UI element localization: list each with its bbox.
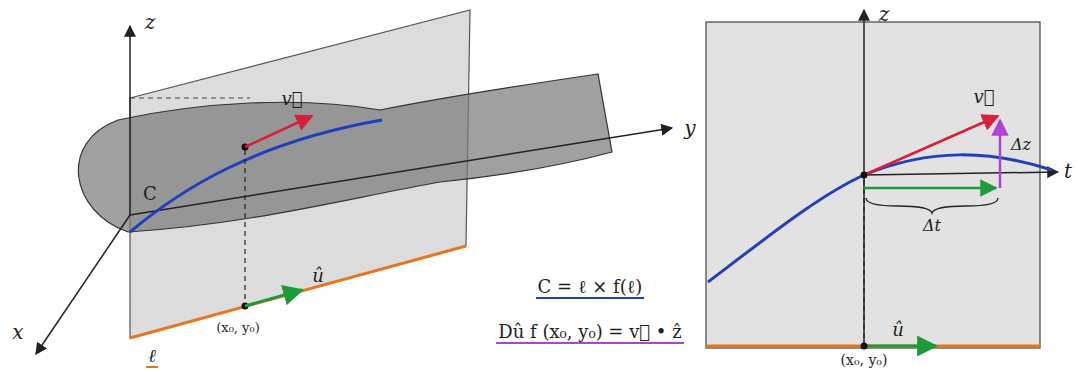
vector-label: û <box>310 266 326 287</box>
increment-label: Δt <box>921 217 943 235</box>
t-axis <box>864 172 1058 175</box>
vector-u <box>245 290 302 306</box>
line-label: ℓ <box>146 346 158 369</box>
axis-label: z <box>877 3 892 26</box>
curve-point <box>861 172 868 179</box>
point-label: (x₀, y₀) <box>839 352 890 368</box>
vector-label: v⃗ <box>972 87 997 108</box>
vector-v <box>864 116 998 175</box>
dashed-guide <box>130 98 250 99</box>
line-l <box>706 345 1040 348</box>
cross-section-panel <box>706 22 1040 348</box>
x-axis <box>36 215 130 354</box>
line-l <box>130 246 466 338</box>
axis-label: x <box>10 321 25 344</box>
vector-u <box>864 345 936 348</box>
vector-label: v⃗ <box>280 89 305 110</box>
curve-c <box>130 120 382 232</box>
dashed-drop <box>863 180 864 344</box>
equation: Dû f (x₀, y₀) = v⃗ • ẑ <box>496 322 683 345</box>
vector-label: û <box>890 320 906 341</box>
delta-z-vector <box>999 120 1002 188</box>
curve-label: C <box>141 184 159 205</box>
brace <box>866 198 998 213</box>
dashed-drop <box>244 150 245 303</box>
vector-v <box>245 116 312 147</box>
delta-t-vector <box>864 187 996 190</box>
surface <box>78 74 612 232</box>
z-axis <box>129 26 131 215</box>
increment-label: Δz <box>1009 136 1033 154</box>
y-axis <box>130 128 672 215</box>
axis-label: y <box>682 117 697 140</box>
equation: C = ℓ × f(ℓ) <box>536 277 645 300</box>
point-label: (x₀, y₀) <box>214 321 262 336</box>
base-point <box>861 343 868 350</box>
axis-label: t <box>1062 160 1074 183</box>
axis-label: z <box>143 11 158 34</box>
